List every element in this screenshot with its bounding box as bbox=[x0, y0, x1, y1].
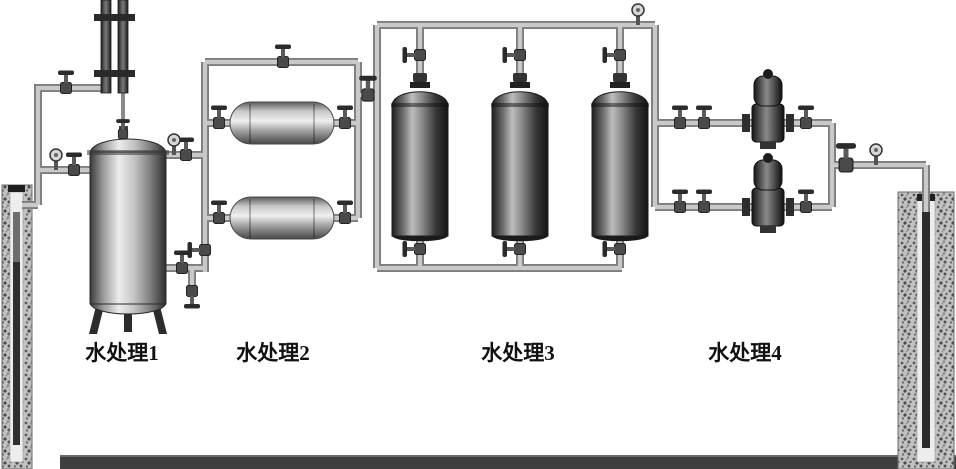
booster-pump-2 bbox=[741, 152, 795, 234]
valve-icon bbox=[502, 240, 526, 258]
valve-icon bbox=[671, 189, 689, 213]
stage-label-2: 水处理2 bbox=[236, 341, 310, 365]
stage-label-1: 水处理1 bbox=[85, 341, 159, 365]
valve-icon bbox=[695, 189, 713, 213]
valve-icon bbox=[602, 240, 626, 258]
valve-icon bbox=[835, 142, 857, 173]
valve-icon bbox=[187, 241, 211, 259]
valve-icon bbox=[65, 152, 83, 176]
valve-icon bbox=[402, 46, 426, 64]
valve-icon bbox=[336, 200, 354, 224]
valve-icon bbox=[57, 70, 75, 94]
treatment-tank-3-vessel-1 bbox=[390, 72, 450, 242]
valve-icon bbox=[183, 285, 201, 309]
valve-icon bbox=[797, 189, 815, 213]
treatment-tank-3-vessel-2 bbox=[490, 72, 550, 242]
stage-label-4: 水处理4 bbox=[708, 341, 782, 365]
filter-vessel-b bbox=[229, 196, 335, 240]
well-pipe-right bbox=[922, 212, 930, 448]
valve-icon bbox=[402, 240, 426, 258]
valve-icon bbox=[210, 200, 228, 224]
flange-plate bbox=[94, 70, 135, 77]
valve-icon bbox=[210, 105, 228, 129]
flange-plate bbox=[94, 14, 135, 21]
valve-icon bbox=[695, 105, 713, 129]
valve-icon bbox=[602, 46, 626, 64]
booster-pump-1 bbox=[741, 68, 795, 150]
ground-strip bbox=[60, 455, 956, 469]
tank-leg bbox=[124, 304, 132, 332]
filter-vessel-a bbox=[229, 101, 335, 145]
valve-icon bbox=[671, 105, 689, 129]
heat-exchanger-risers bbox=[94, 0, 135, 94]
wellhead-cap-left bbox=[8, 185, 25, 192]
stage-label-3: 水处理3 bbox=[481, 341, 555, 365]
tank-flange-band bbox=[87, 150, 169, 155]
treatment-tank-1 bbox=[87, 126, 169, 334]
well-pipe-left bbox=[13, 212, 20, 445]
treatment-tank-3-vessel-3 bbox=[590, 72, 650, 242]
valve-icon bbox=[797, 105, 815, 129]
valve-icon bbox=[502, 46, 526, 64]
valve-icon bbox=[336, 105, 354, 129]
valve-icon bbox=[274, 44, 292, 68]
